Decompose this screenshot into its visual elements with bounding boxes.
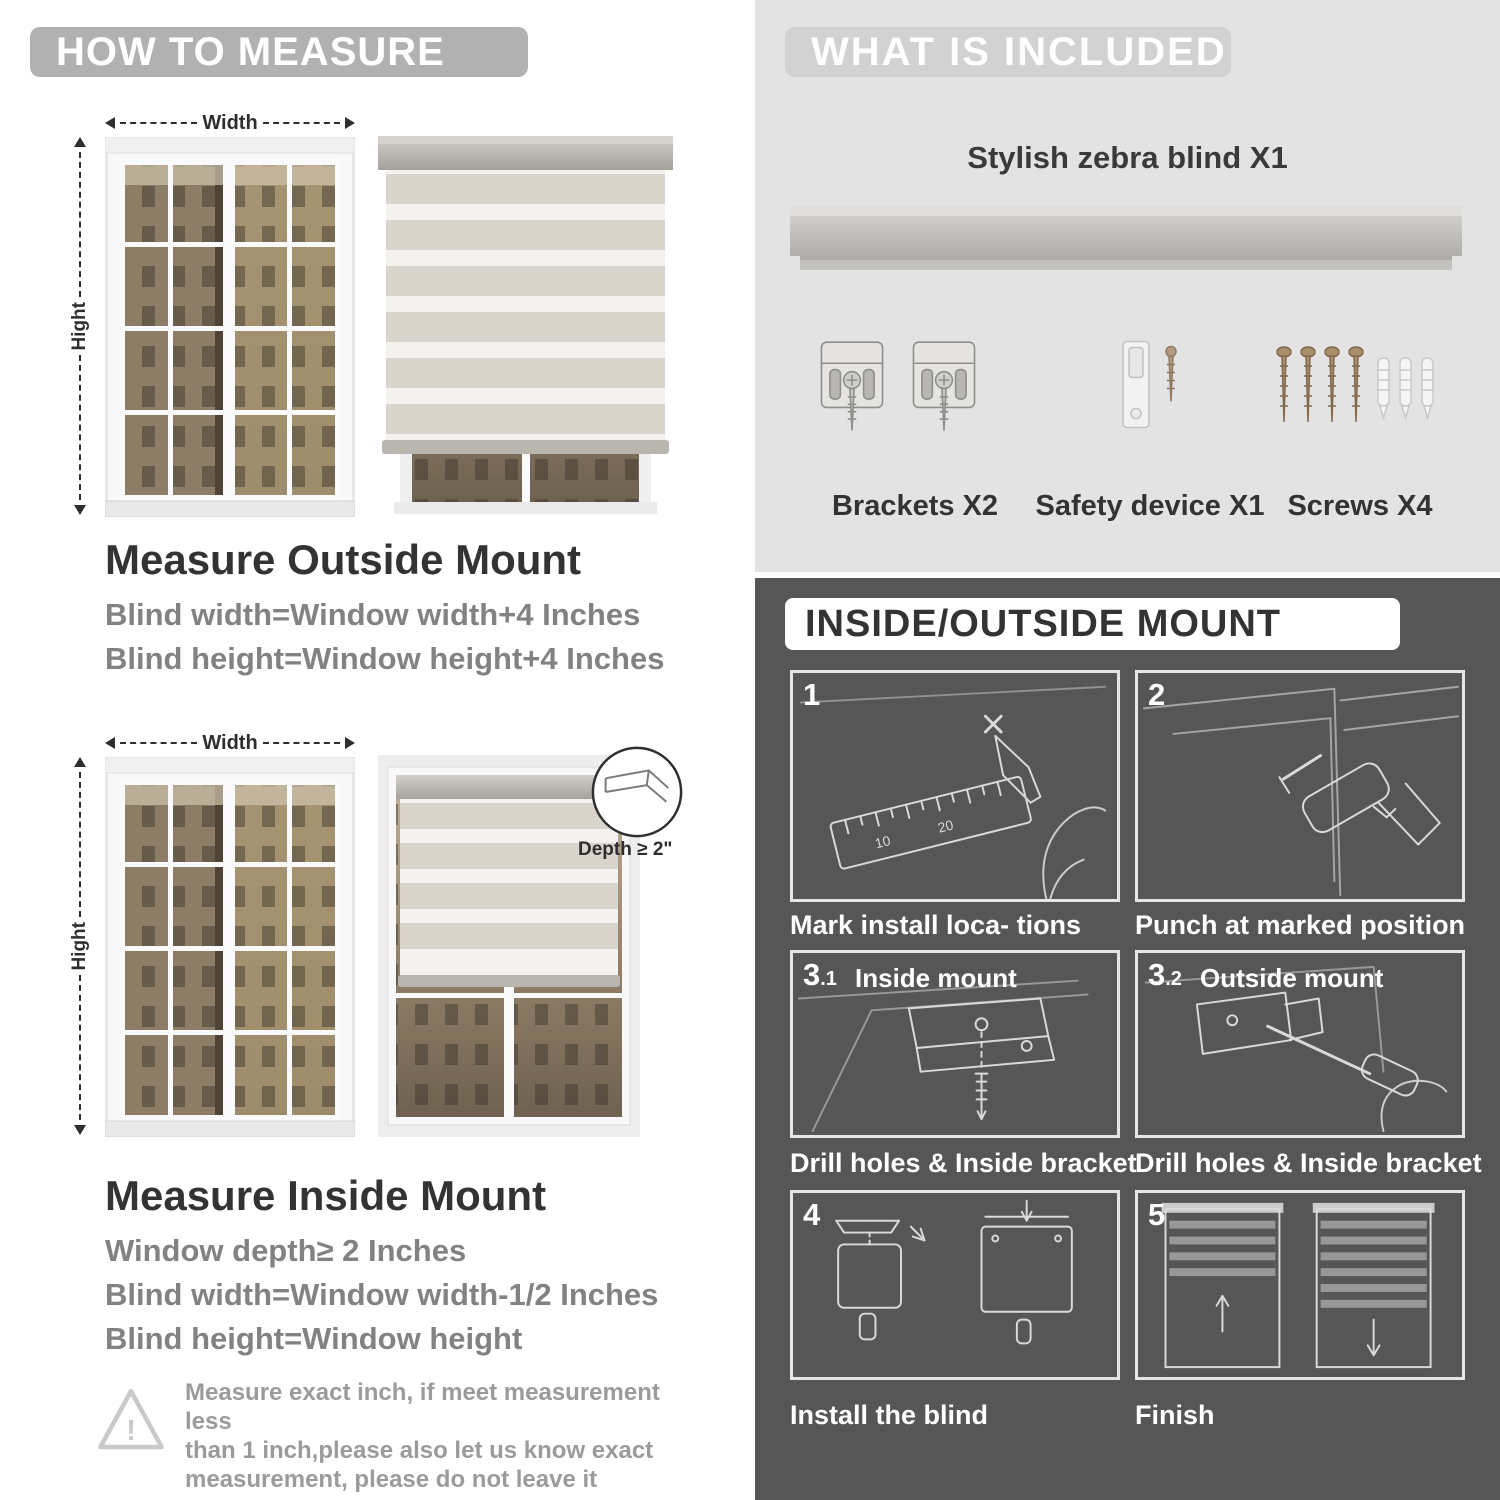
inside-mount-label: Inside mount [855, 963, 1017, 993]
drill-illustration [1142, 685, 1460, 897]
inside-bracket-illustration [797, 979, 1089, 1133]
width-arrow: Width [105, 731, 356, 754]
inside-mount-line3: Blind height=Window height [105, 1321, 523, 1356]
how-to-measure-section: HOW TO MEASURE Width Hight Measure Outsi… [30, 27, 710, 1494]
height-arrow: Hight [69, 757, 90, 1136]
zebra-blind-cassette-illustration [790, 206, 1462, 270]
what-is-included-section: WHAT IS INCLUDED Stylish zebra blind X1 [755, 0, 1500, 572]
step-caption: Mark install loca- tions [790, 910, 1082, 940]
screws-icon [1276, 346, 1434, 423]
svg-text:20: 20 [936, 817, 955, 835]
outside-mount-line2: Blind height=Window height+4 Inches [105, 641, 665, 676]
step-panel-3-1: 3.1 Inside mount [790, 950, 1120, 1138]
outside-mount-figure: Width Hight [69, 105, 685, 530]
outside-mount-line1: Blind width=Window width+4 Inches [105, 597, 641, 632]
step-caption: Drill holes & Inside bracket [790, 1148, 1137, 1178]
step-number: 2 [1148, 677, 1166, 712]
step-number: 4 [803, 1197, 821, 1232]
inside-outside-mount-section: INSIDE/OUTSIDE MOUNT 1 10 20 Mark instal… [755, 578, 1500, 1500]
width-label: Width [202, 731, 258, 754]
depth-label: Depth ≥ 2" [578, 839, 673, 860]
safety-device-icon [1122, 340, 1177, 429]
arrow-right-icon [345, 117, 356, 129]
mark-locations-illustration: 10 20 [799, 685, 1107, 899]
arrow-down-icon [74, 505, 86, 516]
step-panel-5: 5 [1135, 1190, 1465, 1380]
step-panel-4: 4 [790, 1190, 1120, 1380]
step-number: 1 [803, 677, 821, 712]
measure-note: Measure exact inch, if meet measurement … [185, 1378, 685, 1494]
arrow-down-icon [74, 1125, 86, 1136]
warning-triangle-icon: ! [98, 1388, 164, 1450]
note-line: than 1 inch,please also let us know exac… [185, 1437, 654, 1464]
step-panel-2: 2 [1135, 670, 1465, 902]
finish-blinds-illustration [1161, 1202, 1435, 1369]
height-label: Hight [69, 921, 90, 971]
how-to-measure-header: HOW TO MEASURE [30, 27, 528, 77]
step-number: 3.1 [803, 957, 837, 992]
step-caption: Finish [1135, 1400, 1215, 1430]
step-number: 5 [1148, 1197, 1166, 1232]
step-caption: Punch at marked position [1135, 910, 1466, 940]
arrow-left-icon [105, 117, 115, 129]
zebra-blind-outside-illustration [378, 136, 673, 514]
width-arrow: Width [105, 111, 356, 134]
step-panel-3-2: 3.2 Outside mount [1135, 950, 1465, 1138]
arrow-left-icon [105, 737, 115, 749]
mount-header: INSIDE/OUTSIDE MOUNT [785, 598, 1400, 650]
width-label: Width [202, 111, 258, 134]
outside-mount-label: Outside mount [1200, 963, 1384, 993]
arrow-up-icon [74, 757, 86, 767]
inside-mount-figure: Width Hight Depth ≥ 2" [69, 725, 710, 1157]
bracket-icon [820, 341, 884, 431]
svg-text:!: ! [126, 1415, 136, 1447]
depth-magnifier-icon [591, 746, 683, 838]
window-illustration [105, 757, 355, 1137]
step-caption: Drill holes & Inside bracket [1135, 1148, 1482, 1178]
inside-mount-line2: Blind width=Window width-1/2 Inches [105, 1277, 659, 1312]
brackets-label: Brackets X2 [831, 490, 999, 522]
install-blind-illustration [835, 1199, 1073, 1345]
note-line: measurement, please do not leave it [185, 1466, 598, 1493]
inside-mount-title: Measure Inside Mount [105, 1172, 547, 1219]
outside-mount-title: Measure Outside Mount [105, 536, 582, 583]
what-is-included-header: WHAT IS INCLUDED [785, 27, 1231, 77]
outside-bracket-illustration [1144, 965, 1448, 1133]
inside-mount-line1: Window depth≥ 2 Inches [105, 1233, 467, 1268]
zebra-blind-product-label: Stylish zebra blind X1 [967, 140, 1288, 175]
height-label: Hight [69, 301, 90, 351]
height-arrow: Hight [69, 137, 90, 516]
bracket-icon [912, 341, 976, 431]
arrow-up-icon [74, 137, 86, 147]
note-line: Measure exact inch, if meet measurement … [185, 1379, 660, 1435]
screws-label: Screws X4 [1287, 490, 1433, 522]
step-number: 3.2 [1148, 957, 1182, 992]
step-panel-1: 1 10 20 [790, 670, 1120, 902]
window-illustration [105, 137, 355, 517]
step-caption: Install the blind [790, 1400, 989, 1430]
safety-device-label: Safety device X1 [1035, 490, 1265, 522]
svg-text:10: 10 [874, 833, 893, 851]
arrow-right-icon [345, 737, 356, 749]
